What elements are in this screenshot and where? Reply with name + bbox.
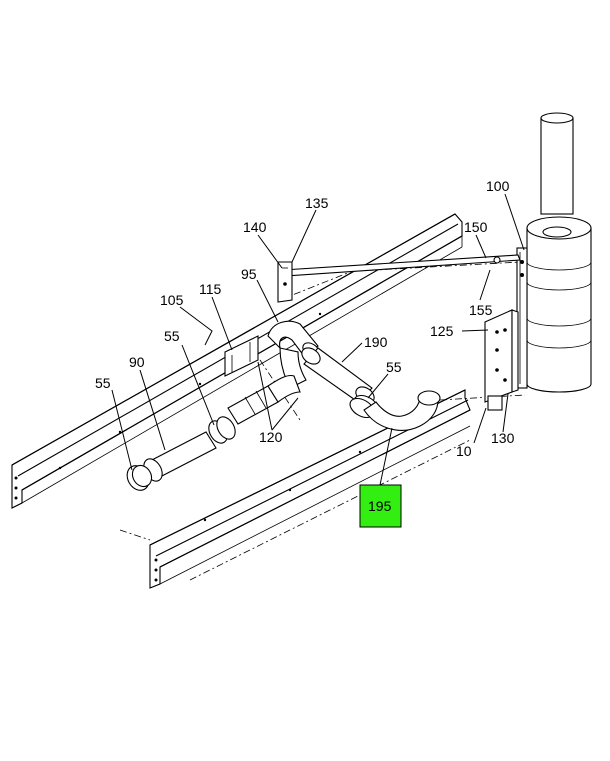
callout-90: 90: [129, 354, 145, 370]
callout-10: 10: [456, 443, 472, 459]
callout-190: 190: [364, 334, 388, 350]
callout-130: 130: [491, 430, 515, 446]
pipe-bracket: [224, 335, 259, 377]
callout-105: 105: [160, 292, 184, 308]
callout-195[interactable]: 195: [368, 498, 392, 514]
callout-125: 125: [430, 323, 454, 339]
callout-135: 135: [305, 195, 329, 211]
lower-muffler-bracket: [484, 309, 519, 411]
pipe-clamp-left: [126, 464, 153, 491]
callout-120: 120: [259, 429, 283, 445]
callout-115: 115: [199, 281, 222, 297]
callout-labels: 100 135 140 150 95 105 115 155 125 55 19…: [95, 178, 515, 459]
highlight-box[interactable]: [359, 484, 402, 528]
callout-55-left: 55: [95, 375, 111, 391]
elbow-pipe-195: [363, 390, 441, 431]
leader-lines: [111, 193, 525, 486]
callout-95: 95: [241, 266, 257, 282]
callout-55-upper: 55: [164, 328, 180, 344]
callout-55-right: 55: [386, 359, 402, 375]
callout-100: 100: [486, 178, 510, 194]
upper-bracket: [277, 261, 293, 303]
pipe-clamp-middle: [208, 416, 236, 444]
callout-140: 140: [243, 219, 267, 235]
callout-155: 155: [469, 302, 493, 318]
muffler: [526, 216, 592, 393]
callout-150: 150: [464, 219, 488, 235]
highlighted-callout-195[interactable]: 195: [359, 484, 402, 528]
exhaust-stack: [540, 112, 574, 215]
flex-pipe: [227, 374, 301, 425]
